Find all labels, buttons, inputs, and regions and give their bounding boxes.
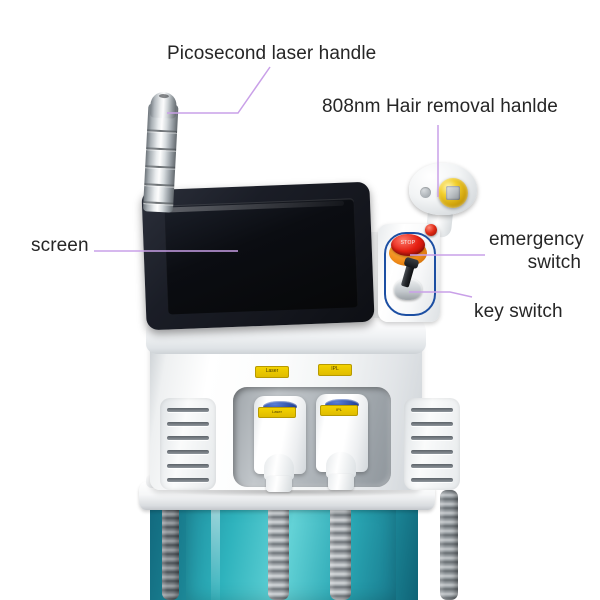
sapphire-window bbox=[446, 186, 460, 200]
console-outline bbox=[384, 232, 436, 316]
handpiece-sticker-right: IPL bbox=[320, 405, 358, 416]
hair-removal-handle-button[interactable] bbox=[420, 187, 431, 198]
power-indicator-icon bbox=[425, 224, 437, 236]
panel-sticker-ipl: IPL bbox=[318, 364, 352, 376]
picosecond-handle-body bbox=[142, 103, 179, 213]
callout-label-screen: screen bbox=[31, 235, 89, 256]
cable-far-right bbox=[440, 490, 458, 600]
picosecond-handle-tip bbox=[149, 91, 178, 119]
cable-handpiece-right bbox=[330, 488, 351, 600]
callout-label-emergency-switch: emergency switch bbox=[489, 229, 584, 273]
handpiece-button-right[interactable] bbox=[325, 399, 359, 410]
emergency-stop-text: STOP bbox=[400, 240, 416, 246]
cable-collar-right bbox=[328, 474, 354, 490]
handpiece-sticker-left: Laser bbox=[258, 407, 296, 418]
vent-grille-left bbox=[160, 398, 216, 490]
cable-handpiece-left bbox=[268, 490, 289, 600]
emergency-stop-button[interactable]: STOP bbox=[391, 234, 425, 256]
callout-label-key-switch: key switch bbox=[474, 301, 563, 322]
drop-shadow bbox=[170, 487, 420, 497]
hair-removal-handle[interactable] bbox=[409, 163, 477, 239]
base-panel-teal bbox=[186, 505, 398, 600]
handpiece-nose-right bbox=[326, 452, 356, 478]
vent-grille-right bbox=[404, 398, 460, 490]
handpiece-button-left[interactable] bbox=[263, 401, 297, 412]
screen-display[interactable] bbox=[163, 198, 359, 315]
handpiece-nose-left bbox=[264, 454, 294, 480]
base-panel-right bbox=[396, 505, 418, 600]
gold-ring bbox=[438, 178, 468, 208]
cable-far-left bbox=[162, 500, 179, 600]
callout-label-picosecond-laser-handle: Picosecond laser handle bbox=[167, 43, 377, 64]
touchscreen[interactable] bbox=[141, 181, 375, 331]
panel-sticker-laser: Laser bbox=[255, 366, 289, 378]
picosecond-laser-handle[interactable] bbox=[142, 91, 179, 213]
cable-collar-left bbox=[266, 476, 292, 492]
callout-label-808nm-hair-removal-handle: 808nm Hair removal hanlde bbox=[322, 96, 558, 117]
